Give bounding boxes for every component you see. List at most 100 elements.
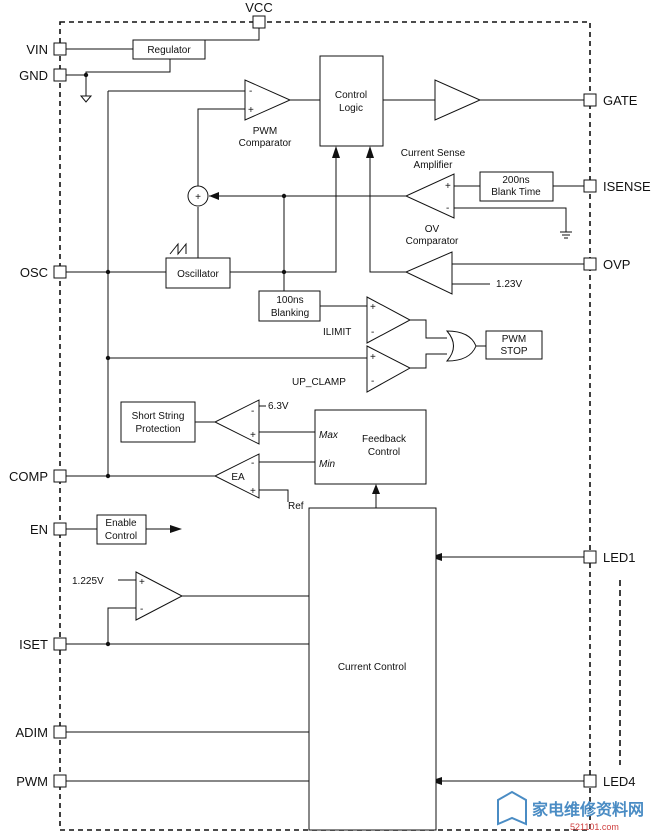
current-sense-label-1: Current Sense xyxy=(401,148,466,159)
control-logic-block xyxy=(319,55,384,147)
oscillator-label: Oscillator xyxy=(177,269,219,280)
watermark-text: 家电维修资料网 xyxy=(532,800,644,819)
up-clamp-comparator xyxy=(366,345,412,393)
ovp-reference-voltage: 1.23V xyxy=(496,279,522,290)
blanking-label-1: 100ns xyxy=(276,295,303,306)
short-string-reference-voltage: 6.3V xyxy=(268,401,289,412)
control-logic-label-1: Control xyxy=(335,90,367,101)
pin-vcc-label: VCC xyxy=(245,0,272,15)
enable-control-label-1: Enable xyxy=(105,518,137,529)
pin-squares xyxy=(53,15,597,788)
ov-comparator-label-2: Comparator xyxy=(406,236,459,247)
ilimit-label: ILIMIT xyxy=(323,327,351,338)
pin-adim-label: ADIM xyxy=(16,725,49,740)
oscillator-block xyxy=(165,257,231,289)
up-clamp-plus: + xyxy=(370,352,376,363)
blanking-block xyxy=(258,290,321,322)
pin-pwm-square xyxy=(53,774,67,788)
feedback-control-block xyxy=(314,409,427,485)
pin-gnd-label: GND xyxy=(19,68,48,83)
pin-adim-square xyxy=(53,725,67,739)
current-sense-label-2: Amplifier xyxy=(414,160,454,171)
pin-vin-label: VIN xyxy=(26,42,48,57)
pin-comp-label: COMP xyxy=(9,469,48,484)
iset-reference-voltage: 1.225V xyxy=(72,576,104,587)
pin-osc-square xyxy=(53,265,67,279)
sawtooth-icon xyxy=(169,242,187,256)
feedback-control-label-1: Feedback xyxy=(362,434,407,445)
current-control-block xyxy=(308,507,437,831)
pwm-comparator-plus: + xyxy=(248,105,254,116)
pin-iset-label: ISET xyxy=(19,637,48,652)
ov-comparator xyxy=(404,251,453,295)
short-string-comparator-plus: + xyxy=(250,430,256,441)
or-gate xyxy=(445,330,477,362)
watermark-book-icon xyxy=(497,790,527,826)
blank-time-label-1: 200ns xyxy=(502,175,529,186)
pwm-comparator xyxy=(244,79,292,121)
current-sense-minus: - xyxy=(446,203,449,214)
control-logic-label-2: Logic xyxy=(339,103,363,114)
blank-time-block xyxy=(479,171,554,202)
pin-gate-label: GATE xyxy=(603,93,638,108)
gate-driver-buffer xyxy=(434,79,482,121)
pin-isense-square xyxy=(583,179,597,193)
blanking-label-2: Blanking xyxy=(271,308,309,319)
pwm-comparator-minus: - xyxy=(249,86,252,97)
pwm-stop-label-2: STOP xyxy=(500,346,527,357)
wires xyxy=(66,27,584,782)
short-string-comparator-minus: - xyxy=(251,406,254,417)
blank-time-label-2: Blank Time xyxy=(491,187,541,198)
pin-led4-label: LED4 xyxy=(603,774,636,789)
ilimit-minus: - xyxy=(371,327,374,338)
short-string-comparator xyxy=(213,399,260,445)
error-amplifier-ref-label: Ref xyxy=(288,501,304,512)
summing-node-symbol: + xyxy=(195,192,201,203)
current-sense-amplifier xyxy=(404,173,455,219)
iset-amplifier xyxy=(135,571,184,621)
pin-iset-square xyxy=(53,637,67,651)
enable-control-label-2: Control xyxy=(105,531,137,542)
ilimit-plus: + xyxy=(370,302,376,313)
pin-pwm-label: PWM xyxy=(16,774,48,789)
pin-gate-square xyxy=(583,93,597,107)
pin-ovp-square xyxy=(583,257,597,271)
pwm-stop-label-1: PWM xyxy=(502,334,526,345)
pin-en-square xyxy=(53,522,67,536)
pin-osc-label: OSC xyxy=(20,265,48,280)
iset-amplifier-plus: + xyxy=(139,577,145,588)
error-amplifier-plus: + xyxy=(250,486,256,497)
error-amplifier-label: EA xyxy=(231,472,245,483)
current-control-label: Current Control xyxy=(338,662,406,673)
regulator-block xyxy=(132,39,206,60)
summing-node xyxy=(187,185,209,207)
short-string-label-2: Protection xyxy=(135,424,180,435)
pin-isense-label: ISENSE xyxy=(603,179,651,194)
feedback-max-input-label: Max xyxy=(319,430,339,441)
pwm-stop-block xyxy=(485,330,543,360)
feedback-min-input-label: Min xyxy=(319,459,336,470)
ground-symbol-gnd xyxy=(79,95,93,103)
pwm-comparator-label-2: Comparator xyxy=(239,138,292,149)
short-string-protection-block xyxy=(120,401,196,443)
error-amplifier xyxy=(213,453,260,499)
watermark: 家电维修资料网 521101.com xyxy=(497,790,644,832)
ground-symbol-isense xyxy=(560,231,572,239)
ov-comparator-label-1: OV xyxy=(425,224,440,235)
enable-control-block xyxy=(96,514,147,545)
junction-dots xyxy=(83,72,287,647)
arrowheads xyxy=(170,146,442,785)
pin-vcc-square xyxy=(252,15,266,29)
pin-led1-square xyxy=(583,550,597,564)
up-clamp-label: UP_CLAMP xyxy=(292,377,346,388)
pin-comp-square xyxy=(53,469,67,483)
watermark-subtext: 521101.com xyxy=(570,822,619,832)
pin-ovp-label: OVP xyxy=(603,257,630,272)
pin-en-label: EN xyxy=(30,522,48,537)
short-string-label-1: Short String xyxy=(132,411,185,422)
current-sense-plus: + xyxy=(445,181,451,192)
pwm-comparator-label-1: PWM xyxy=(253,126,277,137)
feedback-control-label-2: Control xyxy=(368,447,400,458)
ilimit-comparator xyxy=(366,296,412,344)
